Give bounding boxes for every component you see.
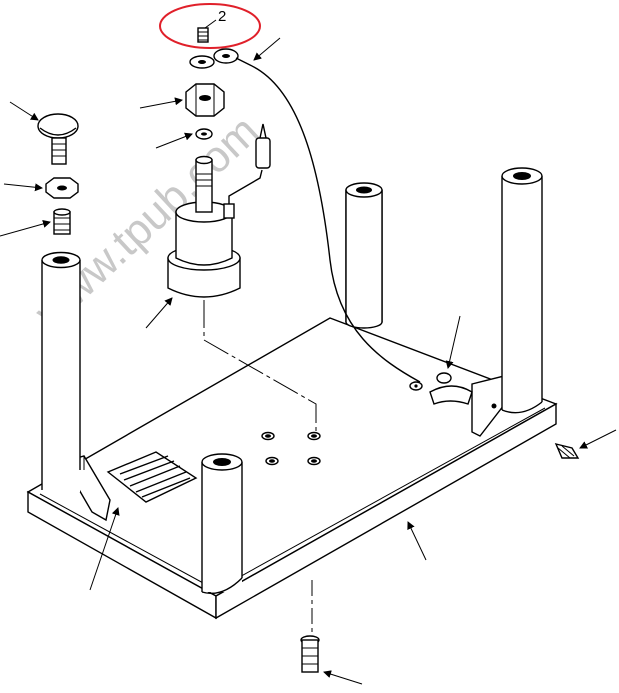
cable-clamp	[409, 372, 473, 405]
post-back-left	[345, 182, 383, 329]
left-hex-nut	[45, 177, 79, 199]
post-front-left	[41, 251, 81, 492]
mushroom-bolt	[37, 113, 79, 165]
top-washer	[189, 55, 215, 69]
base-plate	[26, 317, 558, 620]
post-front-middle	[201, 453, 243, 595]
post-back-right	[501, 167, 543, 414]
callout-number: 2	[218, 8, 226, 25]
terminal-lug	[213, 48, 253, 67]
leader-arrows	[0, 37, 617, 685]
left-insert	[53, 208, 71, 235]
highlight-ellipse	[159, 3, 261, 49]
small-screw	[197, 27, 209, 43]
lock-washer	[195, 128, 213, 140]
cylinder-assembly	[167, 155, 263, 298]
data-plate	[106, 451, 198, 503]
plug-connector	[255, 123, 271, 169]
mount-centerline	[203, 300, 317, 436]
hex-nut	[185, 83, 225, 117]
side-screw	[554, 442, 580, 459]
callout-item-2: 2	[159, 3, 261, 49]
bottom-screw	[300, 635, 320, 673]
ground-cable	[251, 65, 421, 383]
